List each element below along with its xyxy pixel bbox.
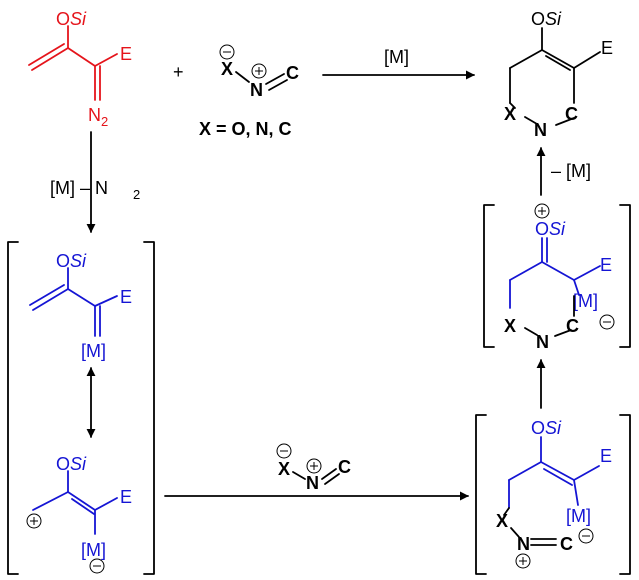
product-si-label: Si (545, 9, 562, 29)
zwitterion-si-label: Si (545, 418, 562, 438)
reactant-si-label: Si (70, 9, 87, 29)
carbene1-metal-label: [M] (81, 341, 106, 361)
zwitterion-intermediate: O Si E [M] (508, 418, 612, 526)
zwitterion-o-label: O (531, 418, 545, 438)
carbene2-o-label: O (56, 454, 70, 474)
carbene1-e-label: E (120, 287, 132, 307)
negative-charge-icon (276, 443, 292, 459)
positive-charge-icon (251, 63, 267, 79)
dipole-c-label: C (286, 63, 299, 83)
cyclic-o-label: O (535, 219, 549, 239)
isonitrile-dipole-top: X N C (219, 44, 299, 100)
negative-charge-icon (599, 314, 615, 330)
product-o-label: O (531, 9, 545, 29)
carbene1-o-label: O (56, 251, 70, 271)
carbene-resonance-2: O Si E [M] (32, 454, 132, 560)
negative-charge-icon (89, 558, 105, 574)
product-c-label: C (565, 104, 578, 124)
dipole2-n-label: N (306, 473, 319, 493)
zwitterion-e-label: E (600, 446, 612, 466)
left-arrow-condition-subscript: 2 (133, 187, 140, 202)
zwitterion-metal-label: [M] (566, 506, 591, 526)
cyclic-si-label: Si (549, 219, 566, 239)
zwitterion-xnc: X N C (496, 507, 573, 554)
dipole-n-label: N (250, 80, 263, 100)
cyclic-n-label: N (536, 332, 549, 352)
dipole2-c-label: C (338, 457, 351, 477)
carbene2-metal-label: [M] (81, 540, 106, 560)
negative-charge-icon (578, 528, 594, 544)
carbene2-e-label: E (120, 487, 132, 507)
carbene2-si-label: Si (70, 454, 87, 474)
dipole2-x-label: X (278, 459, 290, 479)
product-ring: O Si E X N C (504, 9, 613, 140)
top-arrow-catalyst: [M] (384, 47, 409, 67)
cyclic-intermediate: O Si E [M] (509, 219, 612, 311)
left-bracket (7, 241, 155, 575)
carbene1-si-label: Si (70, 251, 87, 271)
positive-charge-icon (515, 553, 531, 569)
positive-charge-icon (306, 458, 322, 474)
negative-charge-icon (219, 44, 235, 60)
right-middle-bracket (483, 204, 631, 348)
diazo-reactant: O Si E N 2 (28, 9, 132, 129)
cyclic-e-label: E (600, 255, 612, 275)
cyclic-x-label: X (504, 316, 516, 336)
reactant-n2-label: N (88, 105, 101, 125)
plus-sign: + (173, 62, 184, 82)
zwitterion-n-label: N (517, 534, 530, 554)
cyclic-metal-label: [M] (573, 291, 598, 311)
x-definition: X = O, N, C (199, 119, 292, 139)
reactant-e-label: E (120, 44, 132, 64)
cyclic-c-label: C (566, 316, 579, 336)
reactant-o-label: O (56, 9, 70, 29)
positive-charge-icon (26, 513, 42, 529)
reactant-n2-subscript: 2 (101, 114, 108, 129)
product-n-label: N (534, 120, 547, 140)
isonitrile-dipole-bottom: X N C (276, 443, 351, 493)
dipole-x-label: X (221, 59, 233, 79)
left-arrow-condition: [M] – N (50, 178, 108, 198)
cyclic-xnc: X N C (504, 295, 579, 352)
bottom-right-bracket (475, 414, 631, 575)
positive-charge-icon (534, 203, 550, 219)
product-e-label: E (601, 38, 613, 58)
carbene-resonance-1: O Si E [M] (29, 251, 132, 361)
right-arrow-condition: – [M] (551, 161, 591, 181)
zwitterion-x-label: X (496, 511, 508, 531)
product-x-label: X (504, 104, 516, 124)
zwitterion-c-label: C (560, 534, 573, 554)
